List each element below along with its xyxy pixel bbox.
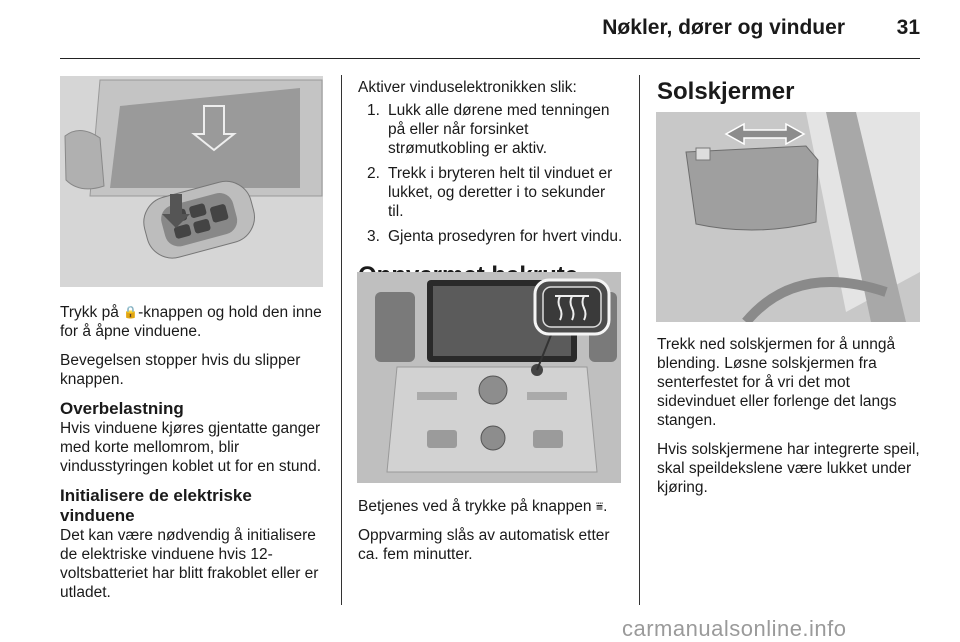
header-rule — [60, 58, 920, 59]
sun-visor-mirror-note: Hvis solskjermene har integrerte speil, … — [657, 441, 920, 496]
overload-heading: Overbelastning — [60, 399, 184, 418]
step-item: 1.Lukk alle dørene med tenningen på elle… — [367, 102, 610, 157]
sun-visors-title: Solskjermer — [657, 78, 795, 105]
stop-movement-paragraph: Bevegelsen stopper hvis du slipper knapp… — [60, 352, 301, 388]
column-1-text: Trykk på 🔒-knappen og hold den inne for … — [60, 303, 326, 612]
rear-defrost-icon: ⩸ — [595, 499, 604, 513]
sun-visor-usage: Trekk ned solskjermen for å unngå blendi… — [657, 336, 897, 429]
dashboard-illustration — [357, 272, 621, 483]
sun-visor-illustration — [656, 112, 920, 322]
step-item: 2.Trekk i bryteren helt til vinduet er l… — [367, 165, 613, 220]
watermark: carmanualsonline.info — [622, 616, 847, 641]
column-3-text: Trekk ned solskjermen for å unngå blendi… — [657, 335, 923, 507]
heated-rear-text: Betjenes ved å trykke på knappen ⩸. Oppv… — [358, 497, 624, 574]
page-header-title: Nøkler, dører og vinduer — [602, 16, 845, 39]
heated-rear-operation: Betjenes ved å trykke på knappen ⩸. — [358, 498, 608, 515]
heated-rear-auto-off: Oppvarming slås av automatisk etter ca. … — [358, 527, 610, 563]
initialize-text: Det kan være nødvendig å initialisere de… — [60, 527, 319, 601]
steps-list: 1.Lukk alle dørene med tenningen på elle… — [358, 101, 624, 246]
lock-icon: 🔒 — [123, 305, 139, 319]
open-windows-paragraph: Trykk på 🔒-knappen og hold den inne for … — [60, 304, 322, 340]
step-item: 3.Gjenta prosedyren for hvert vindu. — [367, 228, 623, 245]
overload-text: Hvis vinduene kjøres gjentatte ganger me… — [60, 420, 322, 475]
column-divider-2 — [639, 75, 640, 605]
initialize-heading: Initialisere de elektriske vinduene — [60, 486, 252, 525]
column-2-steps: Aktiver vinduselektronikken slik: 1.Lukk… — [358, 78, 624, 290]
column-divider-1 — [341, 75, 342, 605]
window-key-illustration — [60, 76, 323, 287]
page-number: 31 — [896, 16, 920, 39]
activate-intro: Aktiver vinduselektronikken slik: — [358, 79, 577, 96]
